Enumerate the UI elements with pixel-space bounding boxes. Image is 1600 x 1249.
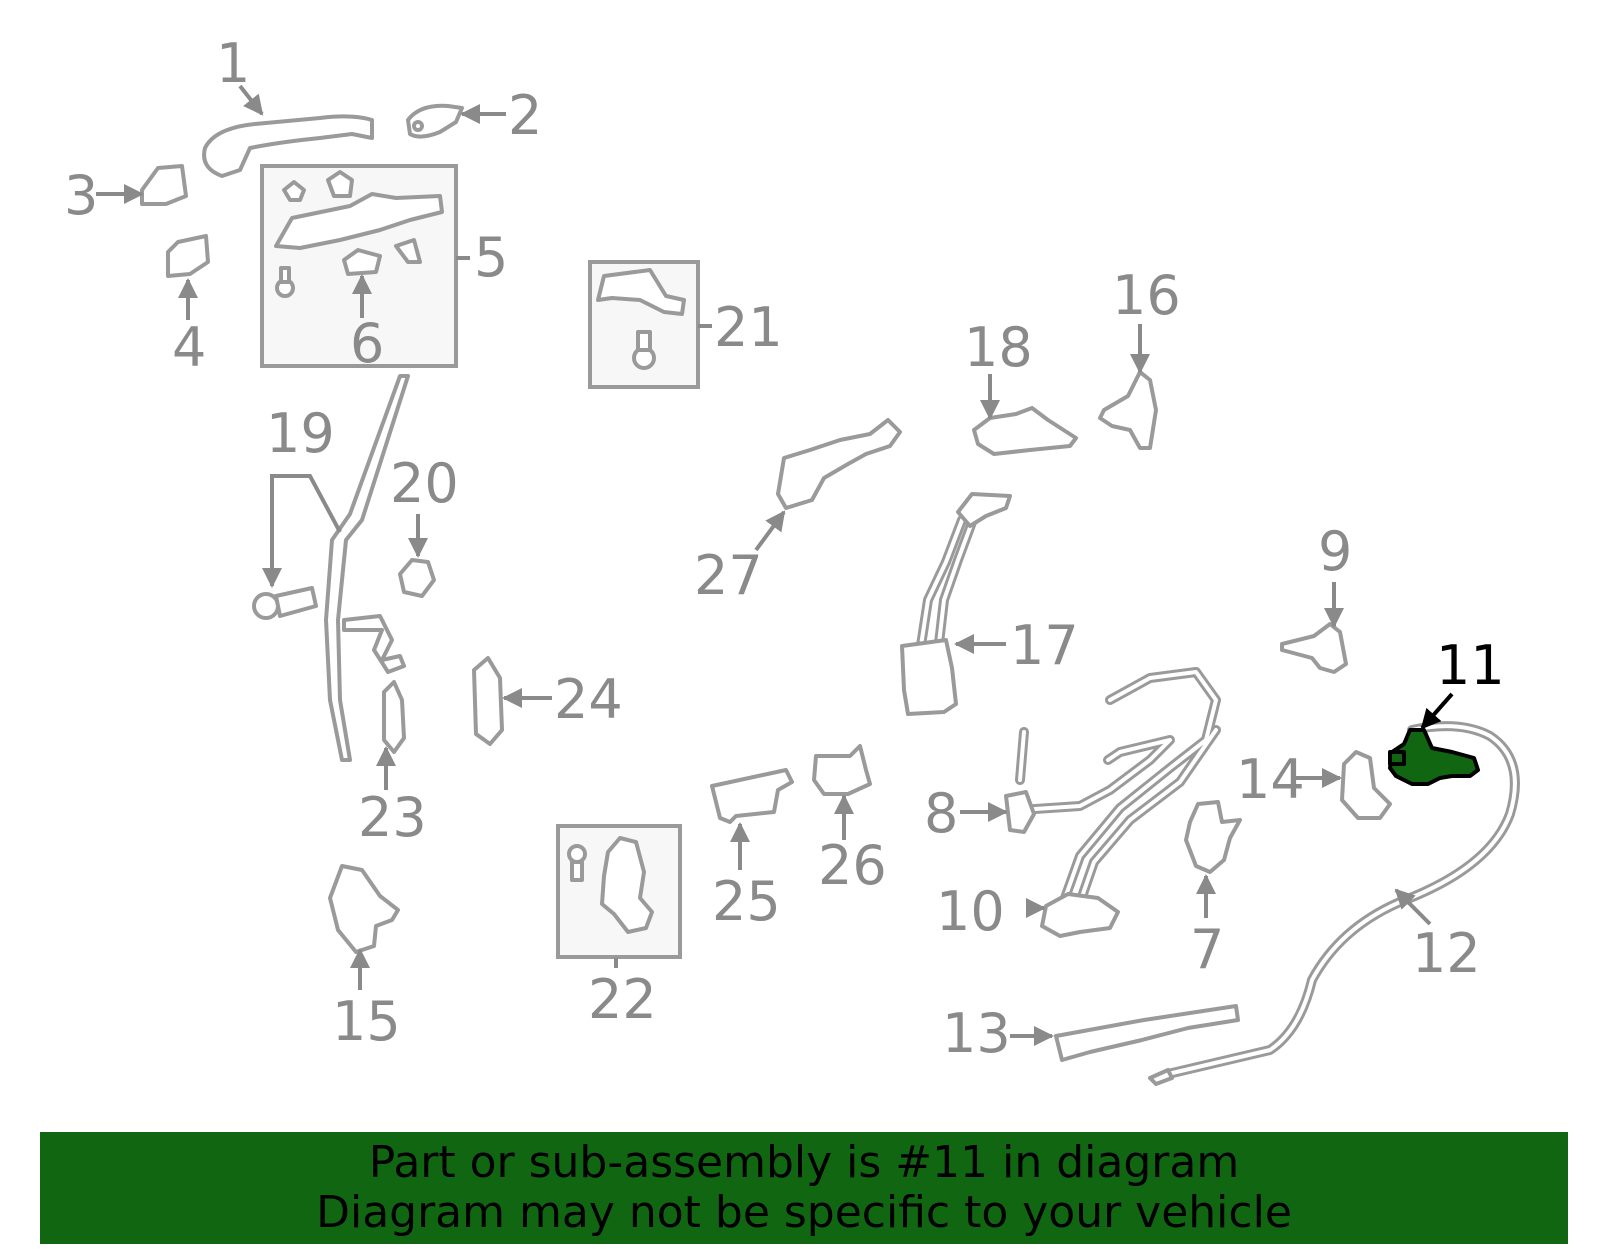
part-5-clip-a xyxy=(282,180,306,202)
callout-21: 21 xyxy=(714,296,783,359)
part-12-cable-in xyxy=(1166,724,1517,1076)
banner-line-1: Part or sub-assembly is #11 in diagram xyxy=(368,1137,1240,1188)
part-22-hinge xyxy=(600,836,654,934)
part-21-bolt-shank xyxy=(636,330,652,352)
callout-27: 27 xyxy=(694,544,763,607)
part-5-screw-shank xyxy=(279,266,291,284)
callout-12: 12 xyxy=(1412,922,1481,985)
part-19-clip xyxy=(274,586,318,618)
part-5-bracket xyxy=(394,238,422,264)
part-16-striker xyxy=(1098,370,1158,450)
callout-7: 7 xyxy=(1190,918,1224,981)
callout-2: 2 xyxy=(508,84,542,147)
callout-26: 26 xyxy=(818,834,887,897)
callout-23: 23 xyxy=(358,786,427,849)
part-9-switch xyxy=(1280,622,1348,674)
callout-1: 1 xyxy=(216,32,250,95)
part-12-cable-end xyxy=(1148,1068,1174,1086)
part-4-gasket xyxy=(166,234,210,278)
callout-20: 20 xyxy=(390,452,459,515)
part-17-clip-top xyxy=(956,492,1012,528)
part-5-frame xyxy=(274,192,444,250)
part-6-pad xyxy=(342,248,382,276)
callout-25: 25 xyxy=(712,870,781,933)
part-23-plate xyxy=(382,680,406,754)
part-26-bracket xyxy=(812,744,872,796)
callout-18: 18 xyxy=(964,316,1033,379)
leader-1 xyxy=(238,84,264,116)
part-19-link xyxy=(342,614,406,674)
part-19-rod xyxy=(324,374,410,762)
part-10-lock xyxy=(1040,892,1120,938)
part-3-cover xyxy=(140,164,188,206)
leader-12 xyxy=(1394,888,1432,926)
part-21-bracket xyxy=(596,268,686,316)
info-banner: Part or sub-assembly is #11 in diagram D… xyxy=(40,1132,1568,1244)
callout-19: 19 xyxy=(266,402,335,465)
part-10-cable-b-in xyxy=(1074,728,1218,916)
part-8-cable-in xyxy=(1018,730,1026,782)
callout-4: 4 xyxy=(172,316,206,379)
leader-27 xyxy=(754,510,786,552)
callout-15: 15 xyxy=(332,990,401,1053)
callout-13: 13 xyxy=(942,1002,1011,1065)
callout-6: 6 xyxy=(350,312,384,375)
callout-11: 11 xyxy=(1436,634,1505,697)
callout-10: 10 xyxy=(936,880,1005,943)
part-10-cable-a-in xyxy=(1058,670,1218,914)
part-5-clip-b xyxy=(326,170,354,198)
part-15-hinge xyxy=(328,864,400,954)
leader-11 xyxy=(1420,692,1454,730)
part-11-inside-handle[interactable] xyxy=(1388,728,1480,786)
part-17-cable-a-in xyxy=(918,518,964,654)
part-25-hinge-plate xyxy=(710,768,794,824)
part-24-pad xyxy=(472,656,504,746)
callout-14: 14 xyxy=(1236,748,1305,811)
part-20-plug xyxy=(398,558,436,598)
callout-9: 9 xyxy=(1318,520,1352,583)
callout-16: 16 xyxy=(1112,264,1181,327)
part-22-bolt-shank xyxy=(570,860,584,882)
part-8-connector xyxy=(1004,790,1036,834)
banner-line-2: Diagram may not be specific to your vehi… xyxy=(316,1187,1292,1238)
part-14-cover xyxy=(1340,750,1392,820)
part-17-latch xyxy=(900,638,958,716)
part-1-outer-handle xyxy=(202,114,374,178)
part-11-mount xyxy=(1388,750,1406,766)
callout-24: 24 xyxy=(554,668,623,731)
part-2-hole xyxy=(412,120,424,132)
callout-5: 5 xyxy=(474,226,508,289)
callout-22: 22 xyxy=(588,968,657,1031)
callout-17: 17 xyxy=(1010,614,1079,677)
part-22-bolt-head xyxy=(567,844,587,864)
part-10-cable-c-in xyxy=(1018,738,1172,812)
callout-8: 8 xyxy=(924,782,958,845)
part-13-protector xyxy=(1054,1004,1240,1062)
part-17-cable-b-in xyxy=(936,504,980,654)
part-7-actuator xyxy=(1184,800,1242,874)
part-27-bracket xyxy=(776,418,902,510)
callout-3: 3 xyxy=(64,164,98,227)
